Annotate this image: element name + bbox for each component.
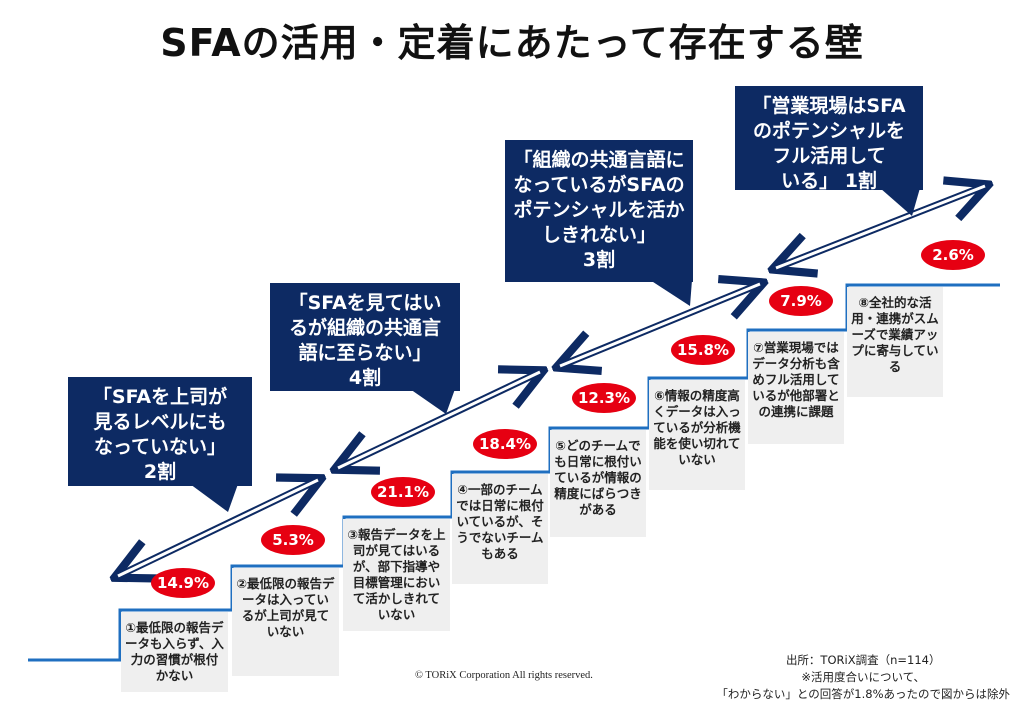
- callout-3: 「組織の共通言語に なっているがSFAの ポテンシャルを活か しきれない」 3割: [505, 140, 693, 282]
- step-box-1: ①最低限の報告データも入らず、入力の習慣が根付かない: [121, 612, 228, 692]
- callout-1-tail: [190, 484, 238, 512]
- step-box-8: ⑧全社的な活用・連携がスムーズで業績アップに寄与している: [847, 287, 943, 397]
- step-box-4: ④一部のチームでは日常に根付いているが、そうでないチームもある: [452, 474, 548, 584]
- callout-1: 「SFAを上司が 見るレベルにも なっていない」 2割: [68, 377, 252, 486]
- percent-badge-2: 5.3%: [261, 525, 325, 555]
- callout-3-tail: [650, 280, 692, 306]
- callout-2-tail: [410, 389, 455, 414]
- callout-4-tail: [880, 188, 920, 216]
- percent-badge-8: 2.6%: [921, 240, 985, 270]
- source-note: 出所：TORiX調査（n=114） ※活用度合いについて、 「わからない」との回…: [716, 652, 1010, 703]
- callout-2: 「SFAを見てはい るが組織の共通言 語に至らない」 4割: [270, 283, 460, 391]
- step-box-2: ②最低限の報告データは入っているが上司が見ていない: [232, 568, 339, 676]
- percent-badge-3: 21.1%: [371, 477, 435, 507]
- percent-badge-1: 14.9%: [151, 568, 215, 598]
- percent-badge-7: 7.9%: [769, 286, 833, 316]
- step-box-7: ⑦営業現場ではデータ分析も含めフル活用しているが他部署との連携に課題: [748, 332, 844, 444]
- note-line: ※活用度合いについて、: [801, 670, 926, 684]
- source-line: 出所：TORiX調査（n=114）: [785, 653, 941, 667]
- step-box-3: ③報告データを上司が見てはいるが、部下指導や目標管理において活かしきれていない: [343, 519, 450, 631]
- range-arrows: [118, 186, 985, 576]
- page-title: SFAの活用・定着にあたって存在する壁: [160, 21, 864, 65]
- percent-badge-5: 12.3%: [572, 383, 636, 413]
- percent-badge-6: 15.8%: [671, 335, 735, 365]
- copyright: © TORiX Corporation All rights reserved.: [415, 670, 593, 681]
- step-box-6: ⑥情報の精度高くデータは入っているが分析機能を使い切れていない: [649, 380, 745, 490]
- percent-badge-4: 18.4%: [473, 429, 537, 459]
- callout-4: 「営業現場はSFA のポテンシャルを フル活用して いる」 1割: [735, 86, 923, 192]
- step-box-5: ⑤どのチームでも日常に根付いているが情報の精度にばらつきがある: [550, 430, 646, 537]
- note-line: 「わからない」との回答が1.8%あったので図からは除外: [716, 687, 1010, 701]
